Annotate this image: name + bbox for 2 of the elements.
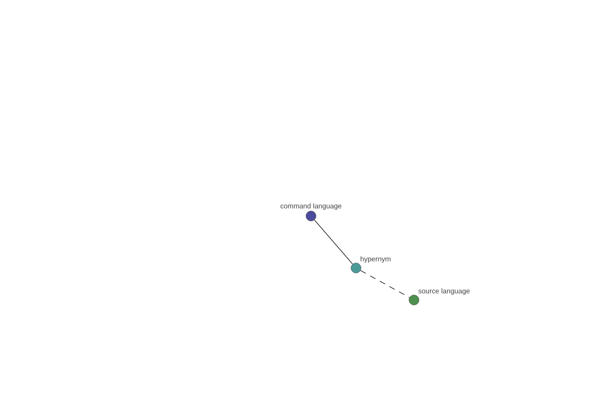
connector-line	[314, 220, 353, 264]
connector-line	[360, 270, 410, 298]
